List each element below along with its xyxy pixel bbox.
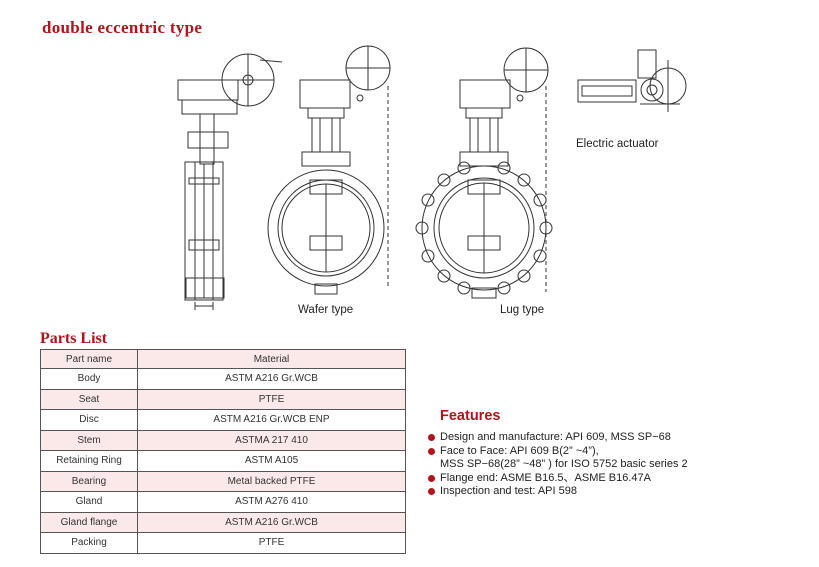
electric-actuator-drawing — [577, 49, 687, 112]
bullet-icon — [428, 488, 435, 495]
wafer-type-drawing — [267, 45, 391, 295]
valve-drawings — [177, 45, 687, 310]
part-name-cell: Gland — [40, 491, 138, 513]
list-item: Design and manufacture: API 609, MSS SP−… — [428, 431, 688, 445]
part-name-cell: Seat — [40, 388, 138, 410]
material-cell: Metal backed PTFE — [137, 470, 406, 492]
part-name-cell: Retaining Ring — [40, 450, 138, 472]
lug-type-drawing — [415, 47, 553, 299]
table-row: Body ASTM A216 Gr.WCB — [40, 368, 406, 390]
electric-actuator-caption: Electric actuator — [576, 138, 659, 150]
material-cell: ASTM A105 — [137, 450, 406, 472]
column-header-part-name: Part name — [40, 349, 138, 369]
material-cell: ASTMA 217 410 — [137, 429, 406, 451]
bullet-icon — [428, 447, 435, 455]
parts-list-heading: Parts List — [40, 330, 108, 347]
bullet-icon — [428, 434, 435, 441]
wafer-type-caption: Wafer type — [298, 304, 354, 316]
table-row: Gland ASTM A276 410 — [40, 491, 406, 513]
table-header-row: Part name Material — [40, 349, 406, 369]
material-cell: ASTM A216 Gr.WCB ENP — [137, 409, 406, 431]
page-title: double eccentric type — [42, 18, 203, 37]
material-cell: ASTM A276 410 — [137, 491, 406, 513]
material-cell: PTFE — [137, 532, 406, 554]
table-row: Bearing Metal backed PTFE — [40, 470, 406, 492]
table-row: Seat PTFE — [40, 388, 406, 410]
part-name-cell: Stem — [40, 429, 138, 451]
table-row: Gland flange ASTM A216 Gr.WCB — [40, 511, 406, 533]
bullet-icon — [428, 474, 435, 482]
material-cell: ASTM A216 Gr.WCB — [137, 511, 406, 533]
material-cell: PTFE — [137, 388, 406, 410]
part-name-cell: Bearing — [40, 470, 138, 492]
part-name-cell: Packing — [40, 532, 138, 554]
list-item: Flange end: ASME B16.5、ASME B16.47A — [428, 472, 688, 486]
side-view-drawing — [177, 53, 283, 310]
part-name-cell: Disc — [40, 409, 138, 431]
parts-list-table: Part name Material Body ASTM A216 Gr.WCB… — [40, 349, 406, 554]
table-row: Stem ASTMA 217 410 — [40, 429, 406, 451]
list-item: MSS SP−68(28” ~48” ) for ISO 5752 basic … — [440, 458, 688, 470]
material-cell: ASTM A216 Gr.WCB — [137, 368, 406, 390]
part-name-cell: Body — [40, 368, 138, 390]
table-row: Packing PTFE — [40, 532, 406, 554]
features-list: Design and manufacture: API 609, MSS SP−… — [428, 431, 688, 499]
table-row: Retaining Ring ASTM A105 — [40, 450, 406, 472]
list-item: Face to Face: API 609 B(2” ~4”), — [428, 445, 688, 459]
column-header-material: Material — [137, 349, 406, 369]
table-row: Disc ASTM A216 Gr.WCB ENP — [40, 409, 406, 431]
part-name-cell: Gland flange — [40, 511, 138, 533]
lug-type-caption: Lug type — [500, 304, 545, 316]
list-item: Inspection and test: API 598 — [428, 485, 688, 499]
features-heading: Features — [440, 408, 501, 424]
